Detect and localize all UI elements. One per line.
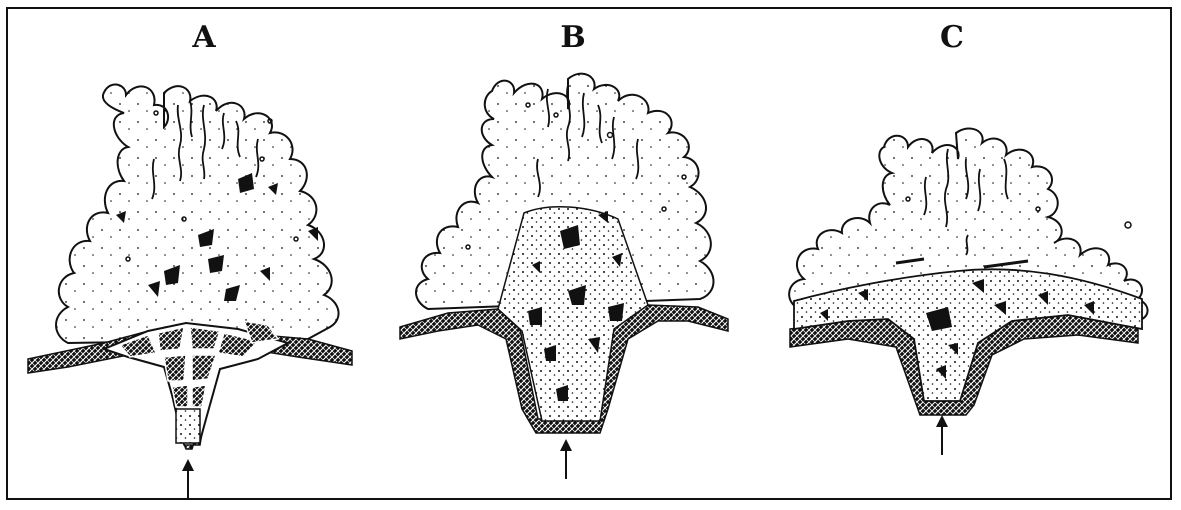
panel-c-arrow xyxy=(936,415,948,455)
panel-a-ash-cloud xyxy=(56,84,339,343)
panel-a-drawing xyxy=(28,84,352,498)
panel-b-drawing xyxy=(400,74,728,479)
eruption-diagram xyxy=(8,9,1170,498)
panel-c-drawing xyxy=(789,128,1147,455)
panel-a-arrow xyxy=(182,459,194,498)
panel-a-fractured-cap xyxy=(104,321,288,443)
panel-b-arrow xyxy=(560,439,572,479)
figure-frame: A B C xyxy=(6,7,1172,500)
